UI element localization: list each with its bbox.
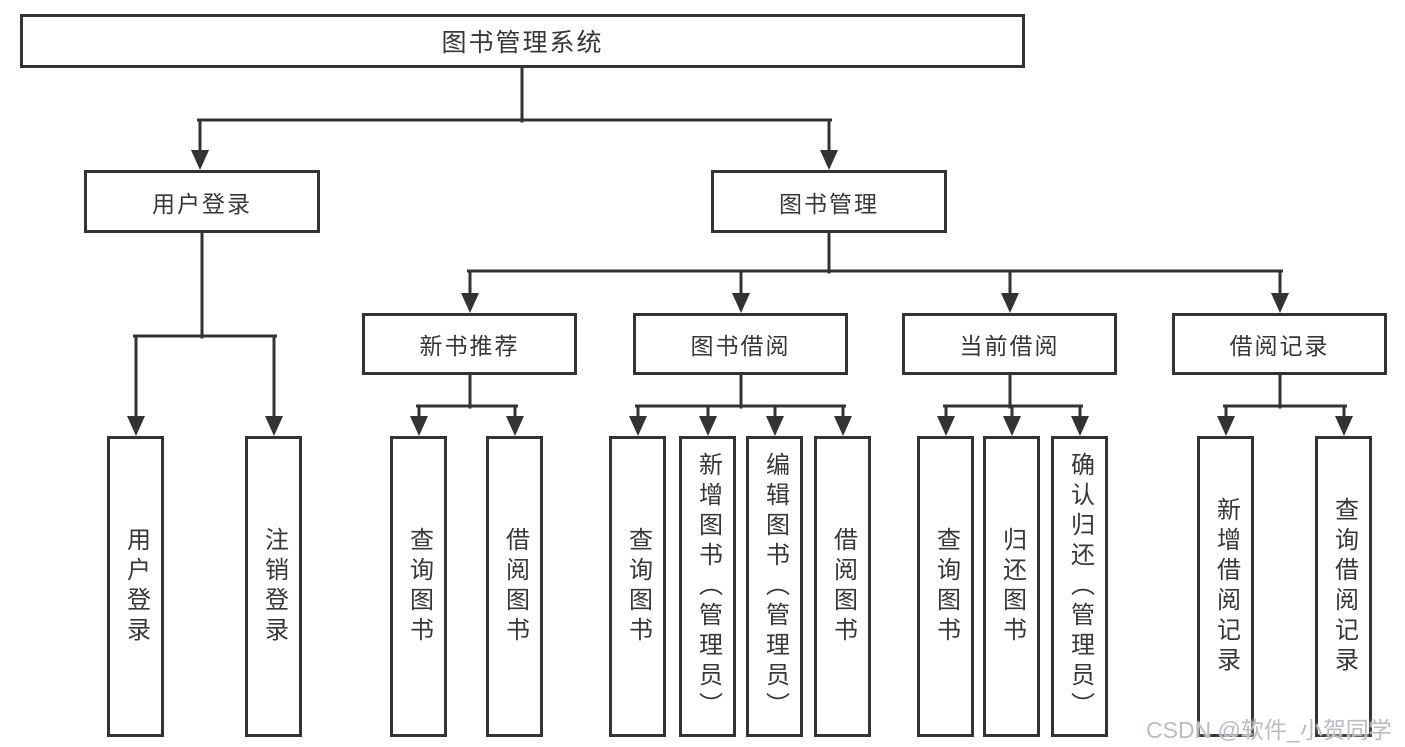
- arrowheads: [127, 150, 1353, 436]
- leaf-logout: 注销登录: [245, 436, 302, 737]
- leaf-edit-books-admin: 编辑图书（管理员）: [746, 436, 803, 737]
- leaf-user-login: 用户登录: [107, 436, 164, 737]
- leaf-add-books-admin: 新增图书（管理员）: [679, 436, 736, 737]
- leaf-query-borrow-record: 查询借阅记录: [1315, 436, 1372, 737]
- node-label: 用户登录: [152, 190, 252, 217]
- node-label: 确认归还（管理员）: [1066, 451, 1094, 722]
- node-label: 查询图书: [932, 526, 960, 647]
- node-label: 查询图书: [624, 526, 652, 647]
- csdn-watermark: CSDN @软件_小贺同学: [1146, 717, 1392, 743]
- node-book-management: 图书管理: [711, 170, 947, 233]
- node-new-book-recommendation: 新书推荐: [362, 313, 577, 375]
- node-label: 注销登录: [260, 526, 288, 647]
- node-label: 新增借阅记录: [1212, 496, 1240, 677]
- node-label: 图书借阅: [690, 333, 791, 359]
- leaf-query-books-recommend: 查询图书: [390, 436, 447, 737]
- leaf-add-borrow-record: 新增借阅记录: [1197, 436, 1254, 737]
- node-label: 图书管理系统: [441, 29, 604, 57]
- node-label: 归还图书: [998, 526, 1026, 647]
- node-user-login: 用户登录: [84, 170, 320, 233]
- leaf-query-books-borrow: 查询图书: [609, 436, 666, 737]
- node-label: 新增图书（管理员）: [694, 451, 722, 722]
- node-label: 当前借阅: [959, 333, 1060, 359]
- leaf-borrow-books-recommend: 借阅图书: [486, 436, 543, 737]
- node-label: 用户登录: [122, 526, 150, 647]
- node-label: 借阅记录: [1229, 333, 1330, 359]
- node-label: 查询借阅记录: [1330, 496, 1358, 677]
- node-root-library-system: 图书管理系统: [20, 14, 1025, 68]
- leaf-borrow-books: 借阅图书: [814, 436, 871, 737]
- node-book-borrowing: 图书借阅: [633, 313, 848, 375]
- node-label: 图书管理: [779, 190, 879, 217]
- node-label: 新书推荐: [419, 333, 520, 359]
- leaf-return-books: 归还图书: [983, 436, 1040, 737]
- node-current-borrowing: 当前借阅: [902, 313, 1117, 375]
- leaf-query-books-current: 查询图书: [917, 436, 974, 737]
- node-label: 借阅图书: [501, 526, 529, 647]
- node-label: 借阅图书: [829, 526, 857, 647]
- node-label: 编辑图书（管理员）: [761, 451, 789, 722]
- leaf-confirm-return-admin: 确认归还（管理员）: [1051, 436, 1108, 737]
- node-label: 查询图书: [405, 526, 433, 647]
- node-borrowing-records: 借阅记录: [1172, 313, 1387, 375]
